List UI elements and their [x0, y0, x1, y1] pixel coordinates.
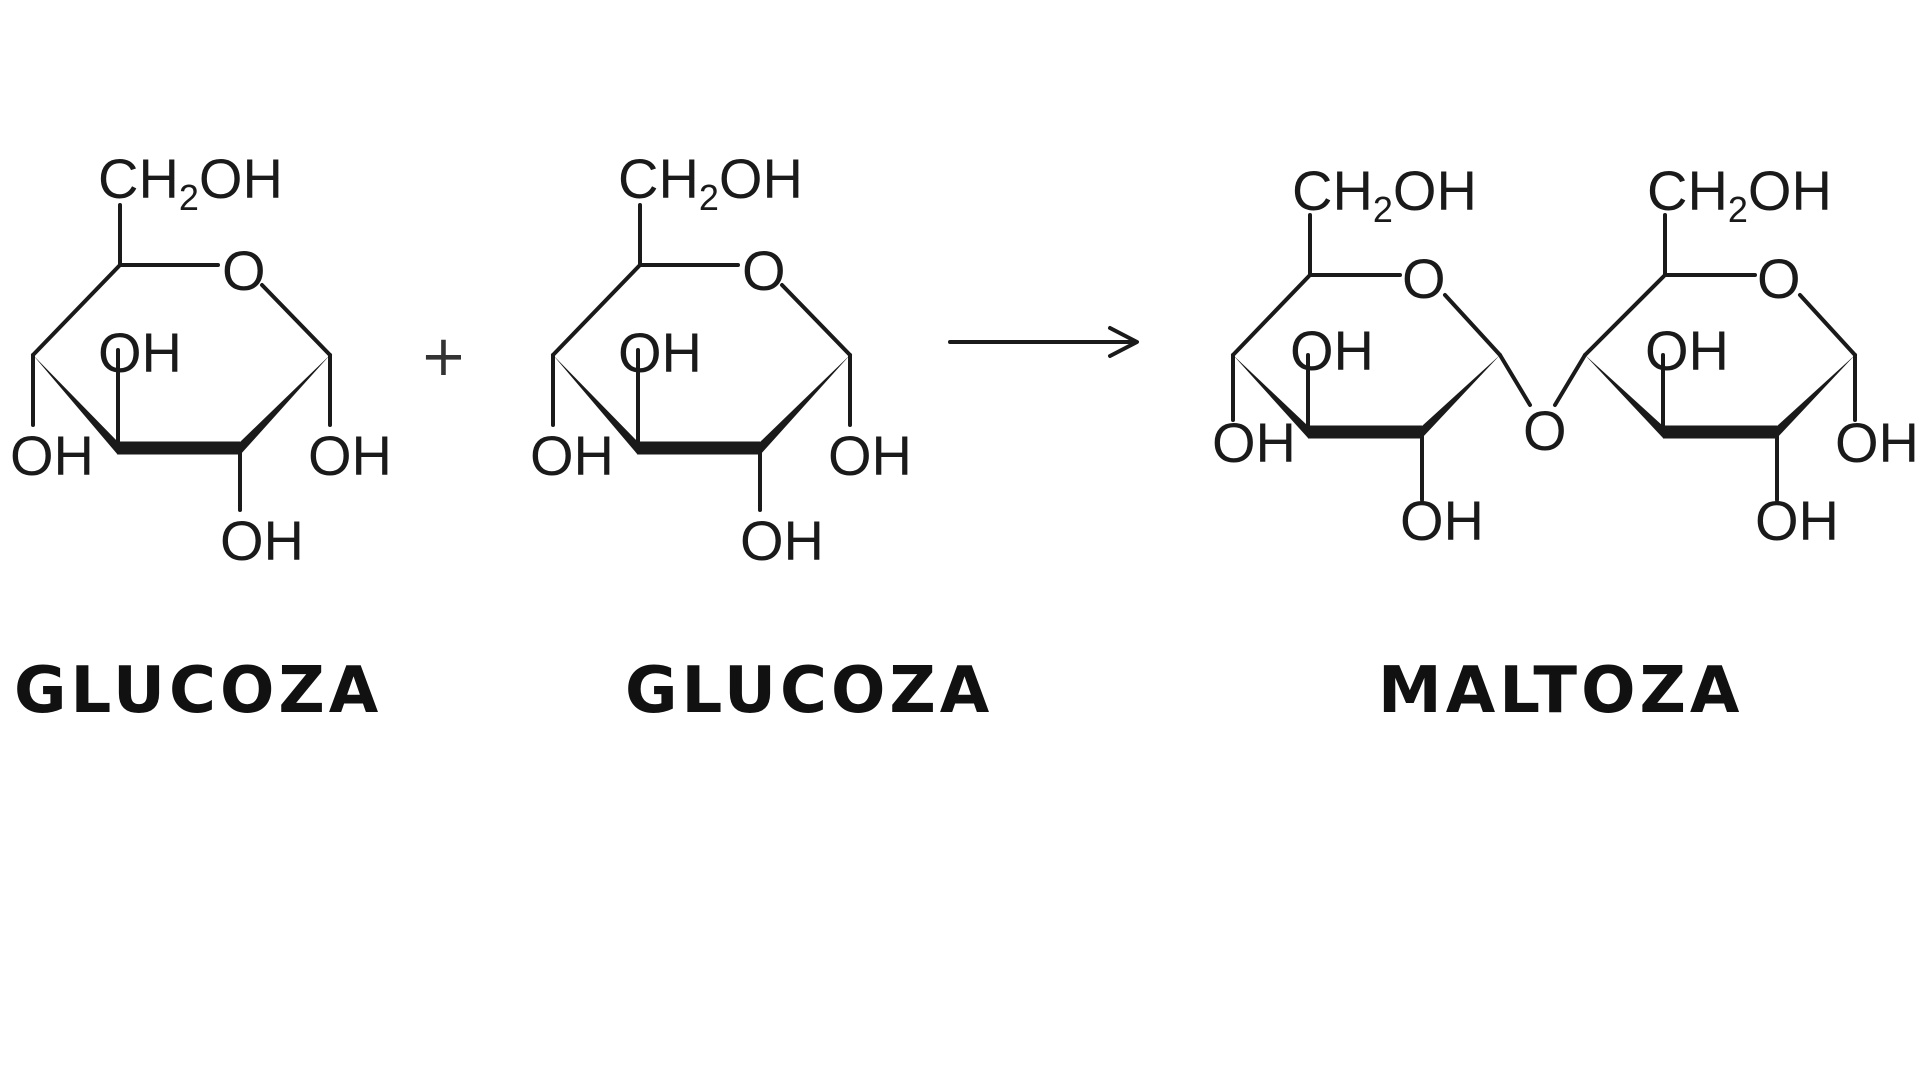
- hydroxyl-group: OH: [1212, 411, 1296, 474]
- plus-sign: +: [420, 324, 467, 389]
- hydroxyl-group: OH: [1835, 411, 1919, 474]
- label-reactant-1: GLUCOZA: [14, 654, 382, 728]
- hydroxyl-group: OH: [220, 509, 304, 572]
- hydroxyl-group: OH: [308, 424, 392, 487]
- hydroxyl-group: OH: [10, 424, 94, 487]
- hydroxyl-group: OH: [740, 509, 824, 572]
- ring-oxygen: O: [1757, 247, 1801, 310]
- hydroxyl-group: OH: [1290, 319, 1374, 382]
- ch2oh-group: CH2OH: [1647, 159, 1832, 230]
- hydroxyl-group: OH: [530, 424, 614, 487]
- ring-oxygen: O: [742, 239, 786, 302]
- glucose-molecule-1: CH2OH O OH OH OH OH: [10, 147, 392, 572]
- label-product: MALTOZA: [1378, 654, 1743, 728]
- hydroxyl-group: OH: [828, 424, 912, 487]
- hydroxyl-group: OH: [1755, 489, 1839, 552]
- hydroxyl-group: OH: [98, 321, 182, 384]
- ch2oh-group: CH2OH: [618, 147, 803, 218]
- label-reactant-2: GLUCOZA: [625, 654, 993, 728]
- ring-oxygen: O: [1402, 247, 1446, 310]
- ch2oh-group: CH2OH: [1292, 159, 1477, 230]
- ch2oh-group: CH2OH: [98, 147, 283, 218]
- hydroxyl-group: OH: [618, 321, 702, 384]
- maltose-molecule: CH2OH O OH OH OH O CH2OH O OH OH OH: [1212, 159, 1919, 552]
- reaction-arrow: [948, 326, 1139, 358]
- glucose-molecule-2: CH2OH O OH OH OH OH: [530, 147, 912, 572]
- hydroxyl-group: OH: [1645, 319, 1729, 382]
- ring-oxygen: O: [222, 239, 266, 302]
- glycosidic-oxygen: O: [1523, 399, 1567, 462]
- hydroxyl-group: OH: [1400, 489, 1484, 552]
